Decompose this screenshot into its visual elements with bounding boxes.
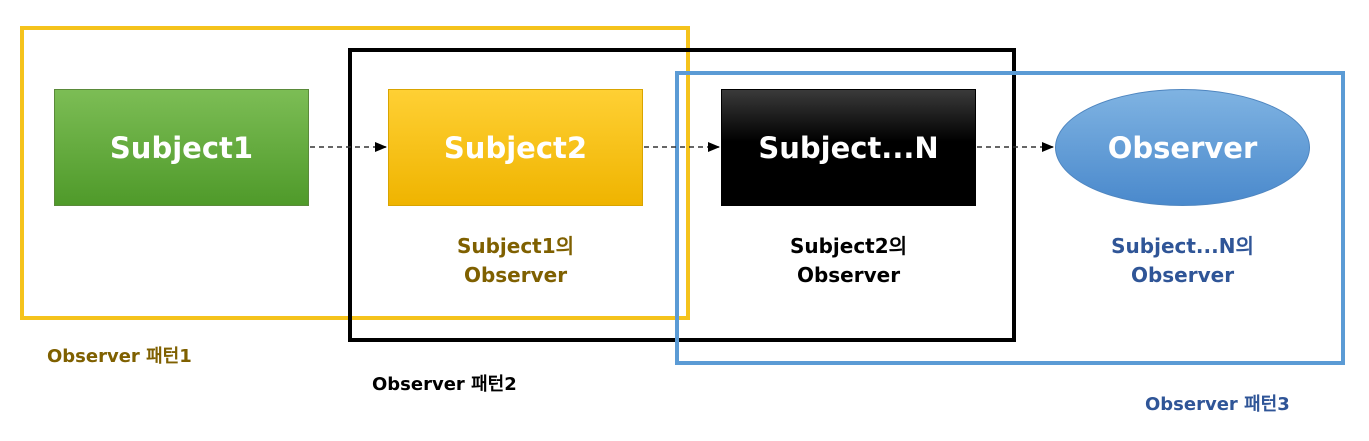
- observer-label: Observer: [1107, 130, 1258, 165]
- observer-pattern1-frame: [20, 26, 690, 320]
- observer-pattern3-frame: [675, 71, 1345, 365]
- observer-caption-line2: Observer: [1130, 263, 1235, 287]
- subject1-node: Subject1: [54, 89, 309, 206]
- subject-n-label: Subject...N: [758, 130, 939, 165]
- observer-pattern2-frame: [348, 48, 1016, 342]
- subject2-caption: Subject1의 Observer: [388, 232, 643, 290]
- subject-n-caption-line2: Observer: [796, 263, 901, 287]
- observer-node: Observer: [1055, 89, 1310, 206]
- subject2-caption-line2: Observer: [463, 263, 568, 287]
- subject2-caption-line1: Subject1의: [456, 234, 575, 258]
- subject1-label: Subject1: [109, 130, 254, 165]
- pattern3-label: Observer 패턴3: [1145, 394, 1290, 415]
- pattern2-label: Observer 패턴2: [372, 374, 517, 395]
- pattern1-label: Observer 패턴1: [47, 346, 192, 367]
- subject-n-node: Subject...N: [721, 89, 976, 206]
- observer-caption-line1: Subject...N의: [1111, 234, 1254, 258]
- subject-n-caption-line1: Subject2의: [789, 234, 908, 258]
- observer-caption: Subject...N의 Observer: [1055, 232, 1310, 290]
- subject2-label: Subject2: [443, 130, 588, 165]
- subject2-node: Subject2: [388, 89, 643, 206]
- subject-n-caption: Subject2의 Observer: [721, 232, 976, 290]
